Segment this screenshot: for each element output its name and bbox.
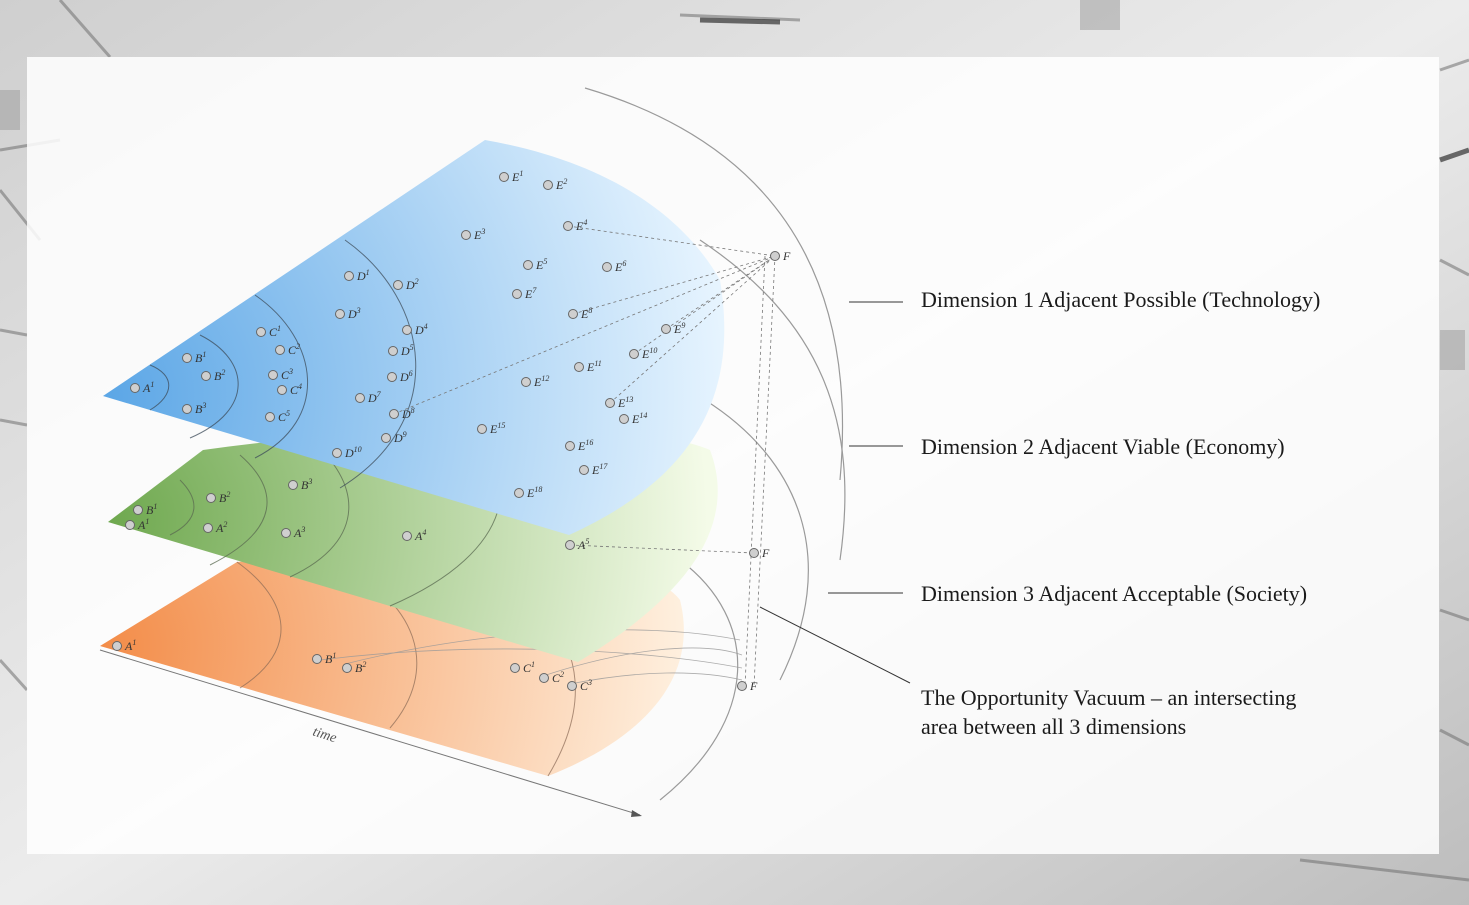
node-label: B3 bbox=[301, 477, 312, 492]
node-marker bbox=[277, 385, 287, 395]
node-marker bbox=[332, 448, 342, 458]
node-marker bbox=[567, 681, 577, 691]
node-marker bbox=[133, 505, 143, 515]
node-label: B1 bbox=[325, 651, 336, 666]
node-marker bbox=[201, 371, 211, 381]
technology-node-E8: E8 bbox=[568, 306, 592, 321]
node-marker bbox=[737, 681, 747, 691]
node-marker bbox=[387, 372, 397, 382]
node-marker bbox=[206, 493, 216, 503]
opportunity-vacuum-line-1: The Opportunity Vacuum – an intersecting bbox=[921, 685, 1297, 710]
node-marker bbox=[342, 663, 352, 673]
node-marker bbox=[256, 327, 266, 337]
node-marker bbox=[388, 346, 398, 356]
economy-node-target-F: F bbox=[749, 546, 770, 560]
node-marker bbox=[514, 488, 524, 498]
node-marker bbox=[389, 409, 399, 419]
opportunity-vacuum-label: The Opportunity Vacuum – an intersecting… bbox=[921, 683, 1296, 741]
node-marker bbox=[523, 260, 533, 270]
node-label: F bbox=[749, 679, 758, 693]
node-marker bbox=[268, 370, 278, 380]
node-marker bbox=[619, 414, 629, 424]
node-marker bbox=[312, 654, 322, 664]
node-marker bbox=[749, 548, 759, 558]
economy-node-B2: B2 bbox=[206, 490, 230, 505]
node-label: B1 bbox=[195, 350, 206, 365]
node-marker bbox=[402, 325, 412, 335]
node-marker bbox=[461, 230, 471, 240]
node-marker bbox=[605, 398, 615, 408]
society-node-B1: B1 bbox=[312, 651, 336, 666]
node-label: F bbox=[782, 249, 791, 263]
society-node-target-F: F bbox=[737, 679, 758, 693]
node-marker bbox=[281, 528, 291, 538]
node-marker bbox=[565, 540, 575, 550]
node-marker bbox=[563, 221, 573, 231]
node-label: B1 bbox=[146, 502, 157, 517]
node-label: B2 bbox=[219, 490, 230, 505]
node-label: B2 bbox=[214, 368, 225, 383]
node-marker bbox=[568, 309, 578, 319]
node-marker bbox=[130, 383, 140, 393]
guide-arcs bbox=[584, 87, 846, 801]
node-marker bbox=[112, 641, 122, 651]
technology-layer bbox=[103, 140, 725, 535]
node-marker bbox=[275, 345, 285, 355]
technology-node-B1: B1 bbox=[182, 350, 206, 365]
node-marker bbox=[574, 362, 584, 372]
node-marker bbox=[265, 412, 275, 422]
node-marker bbox=[543, 180, 553, 190]
technology-node-B2: B2 bbox=[201, 368, 225, 383]
economy-node-B3: B3 bbox=[288, 477, 312, 492]
node-marker bbox=[539, 673, 549, 683]
node-marker bbox=[521, 377, 531, 387]
node-marker bbox=[182, 353, 192, 363]
node-marker bbox=[661, 324, 671, 334]
node-marker bbox=[182, 404, 192, 414]
node-marker bbox=[499, 172, 509, 182]
technology-node-B3: B3 bbox=[182, 401, 206, 416]
time-axis bbox=[99, 649, 641, 816]
node-marker bbox=[402, 531, 412, 541]
technology-node-target-F: F bbox=[770, 249, 791, 263]
leader-lines bbox=[759, 301, 911, 684]
node-marker bbox=[579, 465, 589, 475]
node-label: F bbox=[761, 546, 770, 560]
dimension-3-label: Dimension 3 Adjacent Acceptable (Society… bbox=[921, 581, 1308, 606]
time-axis-label: time bbox=[311, 725, 339, 747]
opportunity-vacuum-line-2: area between all 3 dimensions bbox=[921, 714, 1187, 739]
node-marker bbox=[344, 271, 354, 281]
node-label: B2 bbox=[355, 660, 366, 675]
node-marker bbox=[125, 520, 135, 530]
node-marker bbox=[629, 349, 639, 359]
time-axis-arrow bbox=[631, 810, 642, 817]
node-marker bbox=[477, 424, 487, 434]
node-marker bbox=[288, 480, 298, 490]
node-marker bbox=[203, 523, 213, 533]
connector-lines bbox=[393, 225, 776, 687]
node-marker bbox=[335, 309, 345, 319]
node-marker bbox=[393, 280, 403, 290]
node-marker bbox=[510, 663, 520, 673]
node-label: B3 bbox=[195, 401, 206, 416]
economy-node-B1: B1 bbox=[133, 502, 157, 517]
node-marker bbox=[602, 262, 612, 272]
dimension-1-label: Dimension 1 Adjacent Possible (Technolog… bbox=[921, 287, 1321, 312]
node-marker bbox=[381, 433, 391, 443]
dimension-2-label: Dimension 2 Adjacent Viable (Economy) bbox=[921, 434, 1285, 459]
node-marker bbox=[355, 393, 365, 403]
node-marker bbox=[512, 289, 522, 299]
society-node-B2: B2 bbox=[342, 660, 366, 675]
node-marker bbox=[770, 251, 780, 261]
node-marker bbox=[565, 441, 575, 451]
